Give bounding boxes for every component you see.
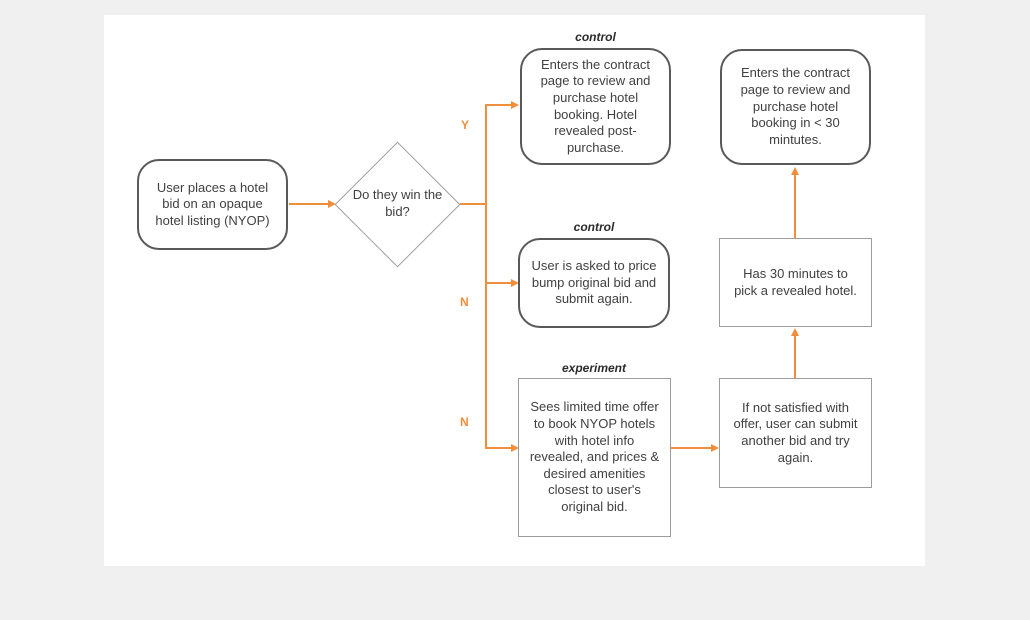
node-control-mid: User is asked to price bump original bid…: [518, 238, 670, 328]
connector-has30-contract30: [794, 173, 796, 238]
arrowhead-experiment-notsatisfied-icon: [711, 444, 719, 452]
node-decision: Do they win the bid?: [352, 187, 443, 219]
group-label-control-mid: control: [573, 220, 615, 234]
node-experiment: Sees limited time offer to book NYOP hot…: [518, 378, 671, 537]
arrowhead-branch-no-bottom-icon: [511, 444, 519, 452]
node-contract-30: Enters the contract page to review and p…: [720, 49, 871, 165]
node-control-top: Enters the contract page to review and p…: [520, 48, 671, 165]
branch-label-no-mid: N: [460, 295, 469, 309]
connector-branch-no-bottom: [485, 447, 513, 449]
connector-trunk-vertical: [485, 104, 487, 449]
arrowhead-branch-no-mid-icon: [511, 279, 519, 287]
connector-branch-yes: [485, 104, 513, 106]
group-label-control-top: control: [575, 30, 616, 44]
connector-decision-trunk: [460, 203, 487, 205]
group-label-experiment: experiment: [561, 361, 627, 375]
arrowhead-notsatisfied-has30-icon: [791, 328, 799, 336]
node-start-label: User places a hotel bid on an opaque hot…: [155, 179, 270, 228]
branch-label-no-bottom: N: [460, 415, 469, 429]
connector-experiment-notsatisfied: [671, 447, 713, 449]
branch-label-yes: Y: [461, 118, 470, 132]
connector-branch-no-mid: [485, 282, 513, 284]
connector-start-decision: [289, 203, 330, 205]
connector-notsatisfied-has30: [794, 334, 796, 378]
arrowhead-branch-yes-icon: [511, 101, 519, 109]
node-start: User places a hotel bid on an opaque hot…: [137, 159, 288, 250]
node-not-satisfied: If not satisfied with offer, user can su…: [719, 378, 872, 488]
arrowhead-start-decision-icon: [328, 200, 336, 208]
arrowhead-has30-contract30-icon: [791, 167, 799, 175]
node-has-30: Has 30 minutes to pick a revealed hotel.: [719, 238, 872, 327]
